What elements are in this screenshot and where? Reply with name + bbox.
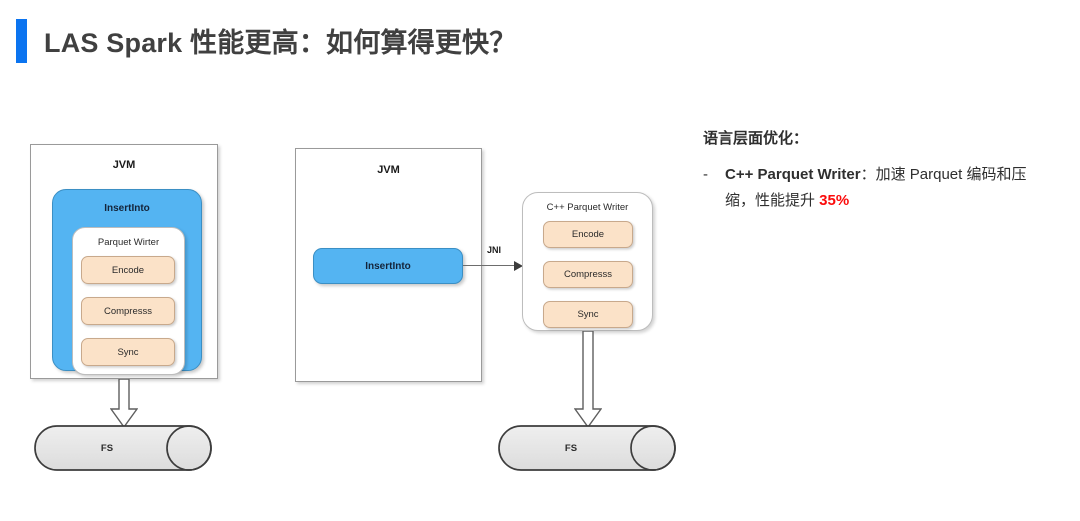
bullet-text: C++ Parquet Writer：加速 Parquet 编码和压缩，性能提升… [725,162,1053,215]
right-fs-label: FS [564,443,578,454]
right-flow-arrow-icon [574,331,602,429]
left-fs-cylinder: FS [33,424,215,472]
page-title: LAS Spark 性能更高：如何算得更快？ [44,28,517,58]
bullet-dash: - [703,166,708,183]
title-accent-bar [16,19,27,63]
left-op-sync: Sync [81,338,175,366]
right-fs-cylinder: FS [497,424,679,472]
left-op-compress: Compresss [81,297,175,325]
jni-label: JNI [487,245,502,255]
cpp-parquet-writer-label: C++ Parquet Writer [546,202,629,213]
left-fs-label: FS [100,443,114,454]
right-op-encode: Encode [543,221,633,248]
jni-connector-line [463,265,521,267]
jni-arrow-head-icon [514,259,524,271]
right-op-compress: Compresss [543,261,633,288]
text-panel: 语言层面优化： - C++ Parquet Writer：加速 Parquet … [703,128,1053,215]
bullet-item: - C++ Parquet Writer：加速 Parquet 编码和压缩，性能… [703,162,1053,215]
left-jvm-label: JVM [112,159,136,171]
left-insertinto-label: InsertInto [104,203,150,214]
left-parquet-writer-label: Parquet Wirter [97,237,160,248]
right-op-sync: Sync [543,301,633,328]
right-insertinto-label: InsertInto [365,261,411,272]
left-op-encode: Encode [81,256,175,284]
bullet-highlight: 35% [819,192,850,210]
panel-heading: 语言层面优化： [703,130,809,147]
right-insertinto-box: InsertInto [313,248,463,284]
right-jvm-label: JVM [377,164,400,176]
left-flow-arrow-icon [110,379,138,429]
bullet-strong: C++ Parquet Writer [725,166,861,183]
bullet-mid: ：加速 Parquet 编码和压缩，性能提升 [725,166,1027,210]
